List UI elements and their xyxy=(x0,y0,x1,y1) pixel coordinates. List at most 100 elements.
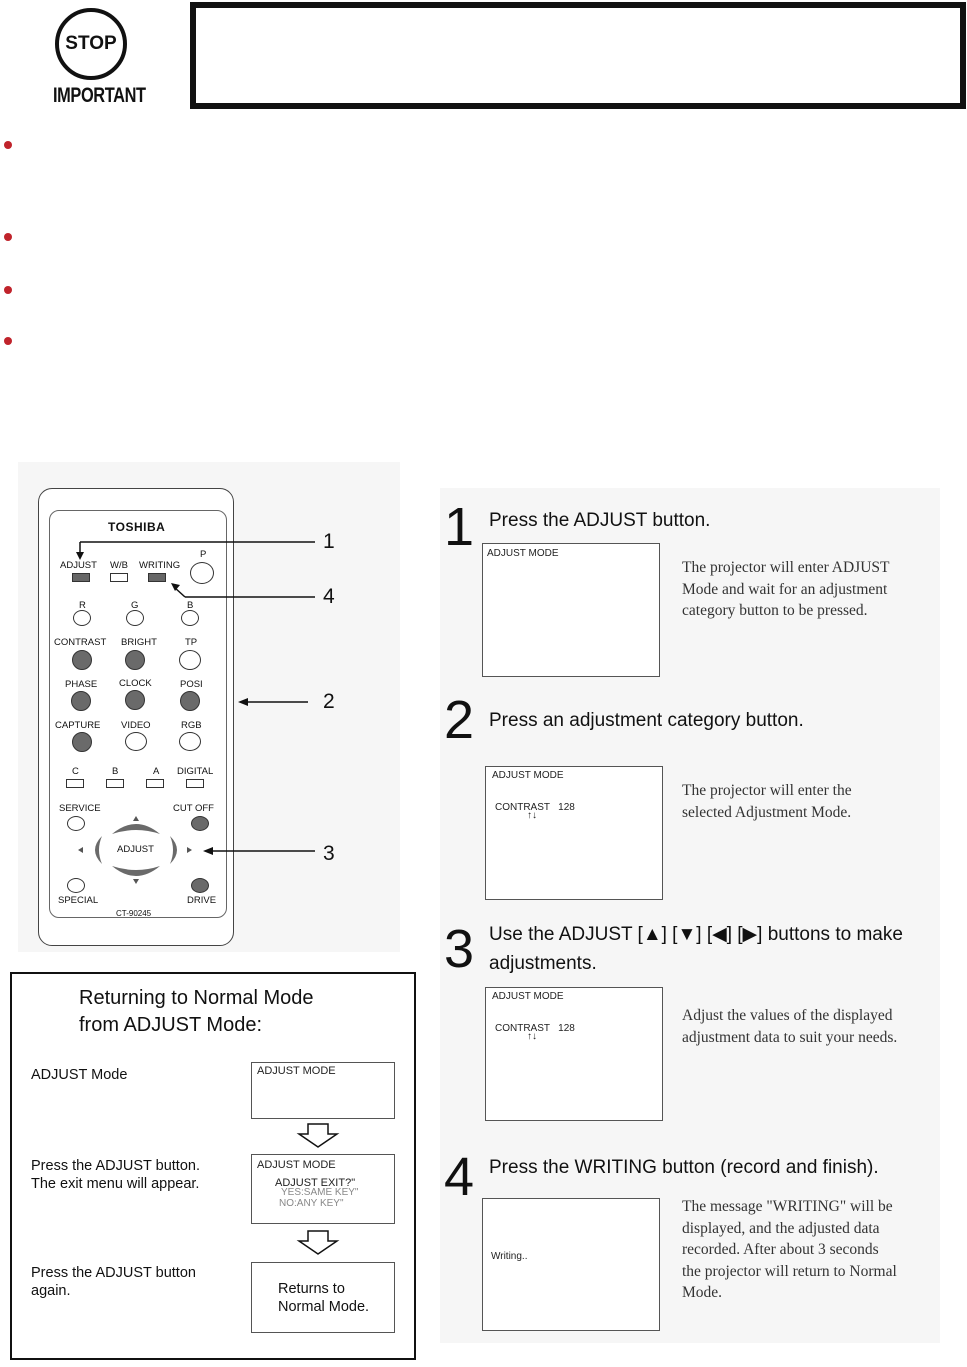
writing-button[interactable] xyxy=(148,573,166,582)
important-label: IMPORTANT xyxy=(53,84,146,107)
left-key[interactable] xyxy=(95,836,102,864)
clock-button[interactable] xyxy=(125,690,145,710)
b-button[interactable] xyxy=(181,610,199,626)
step-2-desc-line2: selected Adjustment Mode. xyxy=(682,803,852,821)
return-screen-2-line1: ADJUST EXIT?" xyxy=(275,1177,356,1189)
bright-button[interactable] xyxy=(125,650,145,670)
remote-control-face xyxy=(49,510,227,918)
remote-brand: TOSHIBA xyxy=(108,520,166,534)
service-button[interactable] xyxy=(67,816,85,831)
cut-off-button[interactable] xyxy=(191,816,209,831)
step-1-desc-line3: category button to be pressed. xyxy=(682,602,868,619)
up-arrow-icon xyxy=(133,816,139,821)
remote-label-r: R xyxy=(79,600,86,611)
return-screen-1-title: ADJUST MODE xyxy=(257,1065,336,1077)
return-box-title: Returning to Normal Mode from ADJUST Mod… xyxy=(79,985,314,1039)
return-row2-line2: The exit menu will appear. xyxy=(31,1176,200,1192)
return-title-line1: Returning to Normal Mode xyxy=(79,987,314,1009)
step-4-desc: The message "WRITING" will be displayed,… xyxy=(682,1196,897,1304)
step-4-screen: Writing.. xyxy=(482,1198,660,1331)
tp-button[interactable] xyxy=(179,650,201,670)
special-button[interactable] xyxy=(67,878,85,893)
return-screen-3-line2: Normal Mode. xyxy=(278,1299,370,1315)
remote-label-clock: CLOCK xyxy=(119,678,152,689)
p-button[interactable] xyxy=(190,562,214,584)
remote-label-g: G xyxy=(131,600,139,611)
drive-button[interactable] xyxy=(191,878,209,893)
remote-label-special: SPECIAL xyxy=(58,895,99,906)
step-3-screen: ADJUST MODE CONTRAST 128 ↑↓ xyxy=(485,987,663,1121)
step-2-desc-line1: The projector will enter the xyxy=(682,782,852,799)
adjust-button[interactable] xyxy=(72,573,90,582)
remote-label-b2: B xyxy=(112,766,119,777)
step-4-desc-line1: The message "WRITING" will be xyxy=(682,1198,893,1215)
step-3-screen-value: CONTRAST 128 xyxy=(495,1023,575,1034)
remote-label-b: B xyxy=(187,600,194,611)
bullet-icon xyxy=(4,141,12,149)
return-screen-2: ADJUST MODE ADJUST EXIT?" YES:SAME KEY" … xyxy=(251,1154,395,1224)
down-key[interactable] xyxy=(112,866,160,876)
down-arrow-icon xyxy=(296,1230,340,1255)
phase-button[interactable] xyxy=(71,691,91,711)
a-button[interactable] xyxy=(146,779,164,788)
step-1-screen: ADJUST MODE xyxy=(482,543,660,677)
callout-2: 2 xyxy=(323,690,335,713)
capture-button[interactable] xyxy=(72,732,92,752)
return-screen-2-line2: YES:SAME KEY" xyxy=(281,1187,359,1198)
return-screen-3: Returns to Normal Mode. xyxy=(251,1262,395,1333)
step-3-screen-arrows: ↑↓ xyxy=(527,1031,537,1042)
step-2-screen-title: ADJUST MODE xyxy=(492,770,564,781)
remote-label-p: P xyxy=(200,549,207,560)
rgb-button[interactable] xyxy=(179,732,201,751)
step-2-number: 2 xyxy=(444,690,475,750)
remote-label-wb: W/B xyxy=(110,560,128,571)
important-notice-box xyxy=(190,2,966,109)
c-button[interactable] xyxy=(66,779,84,788)
remote-label-a: A xyxy=(153,766,160,777)
step-4-desc-line2: displayed, and the adjusted data xyxy=(682,1219,880,1237)
step-2-screen-value: CONTRAST 128 xyxy=(495,802,575,813)
step-3-title-line2: adjustments. xyxy=(489,953,597,974)
return-row3-text: Press the ADJUST button again. xyxy=(31,1264,196,1300)
right-key[interactable] xyxy=(170,836,177,864)
remote-label-phase: PHASE xyxy=(65,679,98,690)
callout-3: 3 xyxy=(323,842,335,865)
return-to-normal-box xyxy=(10,972,416,1360)
bullet-icon xyxy=(4,233,12,241)
g-button[interactable] xyxy=(126,610,144,626)
posi-button[interactable] xyxy=(180,691,200,711)
step-2-desc: The projector will enter the selected Ad… xyxy=(682,780,852,823)
wb-button[interactable] xyxy=(110,573,128,582)
return-row1-text: ADJUST Mode xyxy=(31,1067,128,1083)
digital-button[interactable] xyxy=(186,779,204,788)
step-1-desc: The projector will enter ADJUST Mode and… xyxy=(682,557,889,622)
step-1-desc-line2: Mode and wait for an adjustment xyxy=(682,580,888,598)
contrast-button[interactable] xyxy=(72,650,92,670)
remote-label-posi: POSI xyxy=(180,679,203,690)
remote-label-c: C xyxy=(72,766,79,777)
adjust-dpad[interactable] xyxy=(76,812,196,892)
step-3-number: 3 xyxy=(444,919,475,979)
up-key[interactable] xyxy=(112,824,160,834)
return-screen-1: ADJUST MODE xyxy=(251,1062,395,1119)
return-row3-line2: again. xyxy=(31,1283,71,1299)
remote-model: CT-90245 xyxy=(116,909,152,918)
b-memory-button[interactable] xyxy=(106,779,124,788)
step-4-title: Press the WRITING button (record and fin… xyxy=(489,1157,879,1178)
remote-label-service: SERVICE xyxy=(59,803,101,814)
callout-4: 4 xyxy=(323,585,335,608)
r-button[interactable] xyxy=(73,610,91,626)
step-1-title: Press the ADJUST button. xyxy=(489,510,711,531)
remote-label-adjust-center: ADJUST xyxy=(117,844,154,855)
bullet-icon xyxy=(4,286,12,294)
remote-label-writing: WRITING xyxy=(139,560,181,571)
remote-label-drive: DRIVE xyxy=(187,895,217,906)
return-screen-3-line1: Returns to xyxy=(278,1281,345,1297)
down-arrow-icon xyxy=(133,879,139,884)
remote-label-digital: DIGITAL xyxy=(177,766,214,777)
step-3-desc-line1: Adjust the values of the displayed xyxy=(682,1007,893,1024)
video-button[interactable] xyxy=(125,732,147,751)
bullet-icon xyxy=(4,337,12,345)
remote-label-adjust: ADJUST xyxy=(60,560,97,571)
stop-badge-text: STOP xyxy=(65,33,117,54)
